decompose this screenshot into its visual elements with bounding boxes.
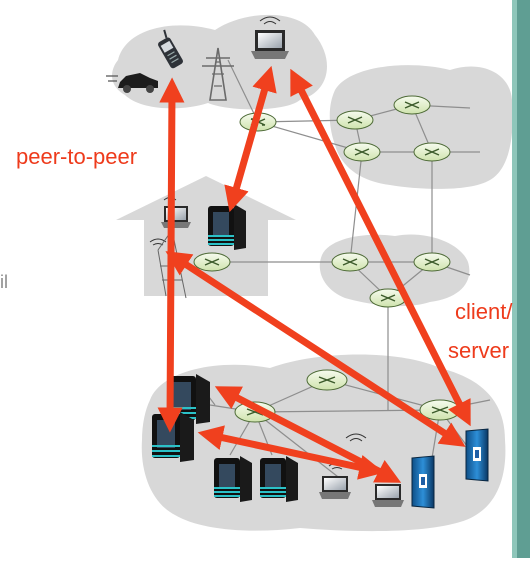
server-icon — [411, 455, 435, 509]
cellphone-icon — [158, 29, 183, 69]
server-label: server — [448, 338, 510, 363]
desktop-icon — [214, 456, 252, 502]
router-icon — [343, 142, 381, 162]
arrow-icon — [224, 65, 277, 213]
router-icon — [413, 142, 451, 162]
arrow-icon — [197, 425, 385, 480]
desktop-icon — [208, 204, 246, 250]
client-label: client/ — [455, 299, 513, 324]
router-icon — [306, 369, 348, 391]
tower-icon — [202, 47, 234, 101]
edge-text-fragment: il — [0, 272, 8, 292]
side-accent-bar-light — [512, 0, 517, 558]
desktop-icon — [260, 456, 298, 502]
router-icon — [331, 252, 369, 272]
router-icon — [193, 252, 231, 272]
router-icon — [393, 95, 431, 115]
router-icon — [336, 110, 374, 130]
car-icon — [106, 73, 158, 93]
laptop-icon — [372, 484, 404, 507]
server-icon — [465, 428, 489, 482]
arrow-icon — [157, 77, 185, 433]
arrow-icon — [165, 251, 466, 447]
arrows — [157, 65, 471, 483]
peer-to-peer-label: peer-to-peer — [16, 144, 138, 169]
laptop-icon — [251, 16, 289, 59]
router-icon — [413, 252, 451, 272]
